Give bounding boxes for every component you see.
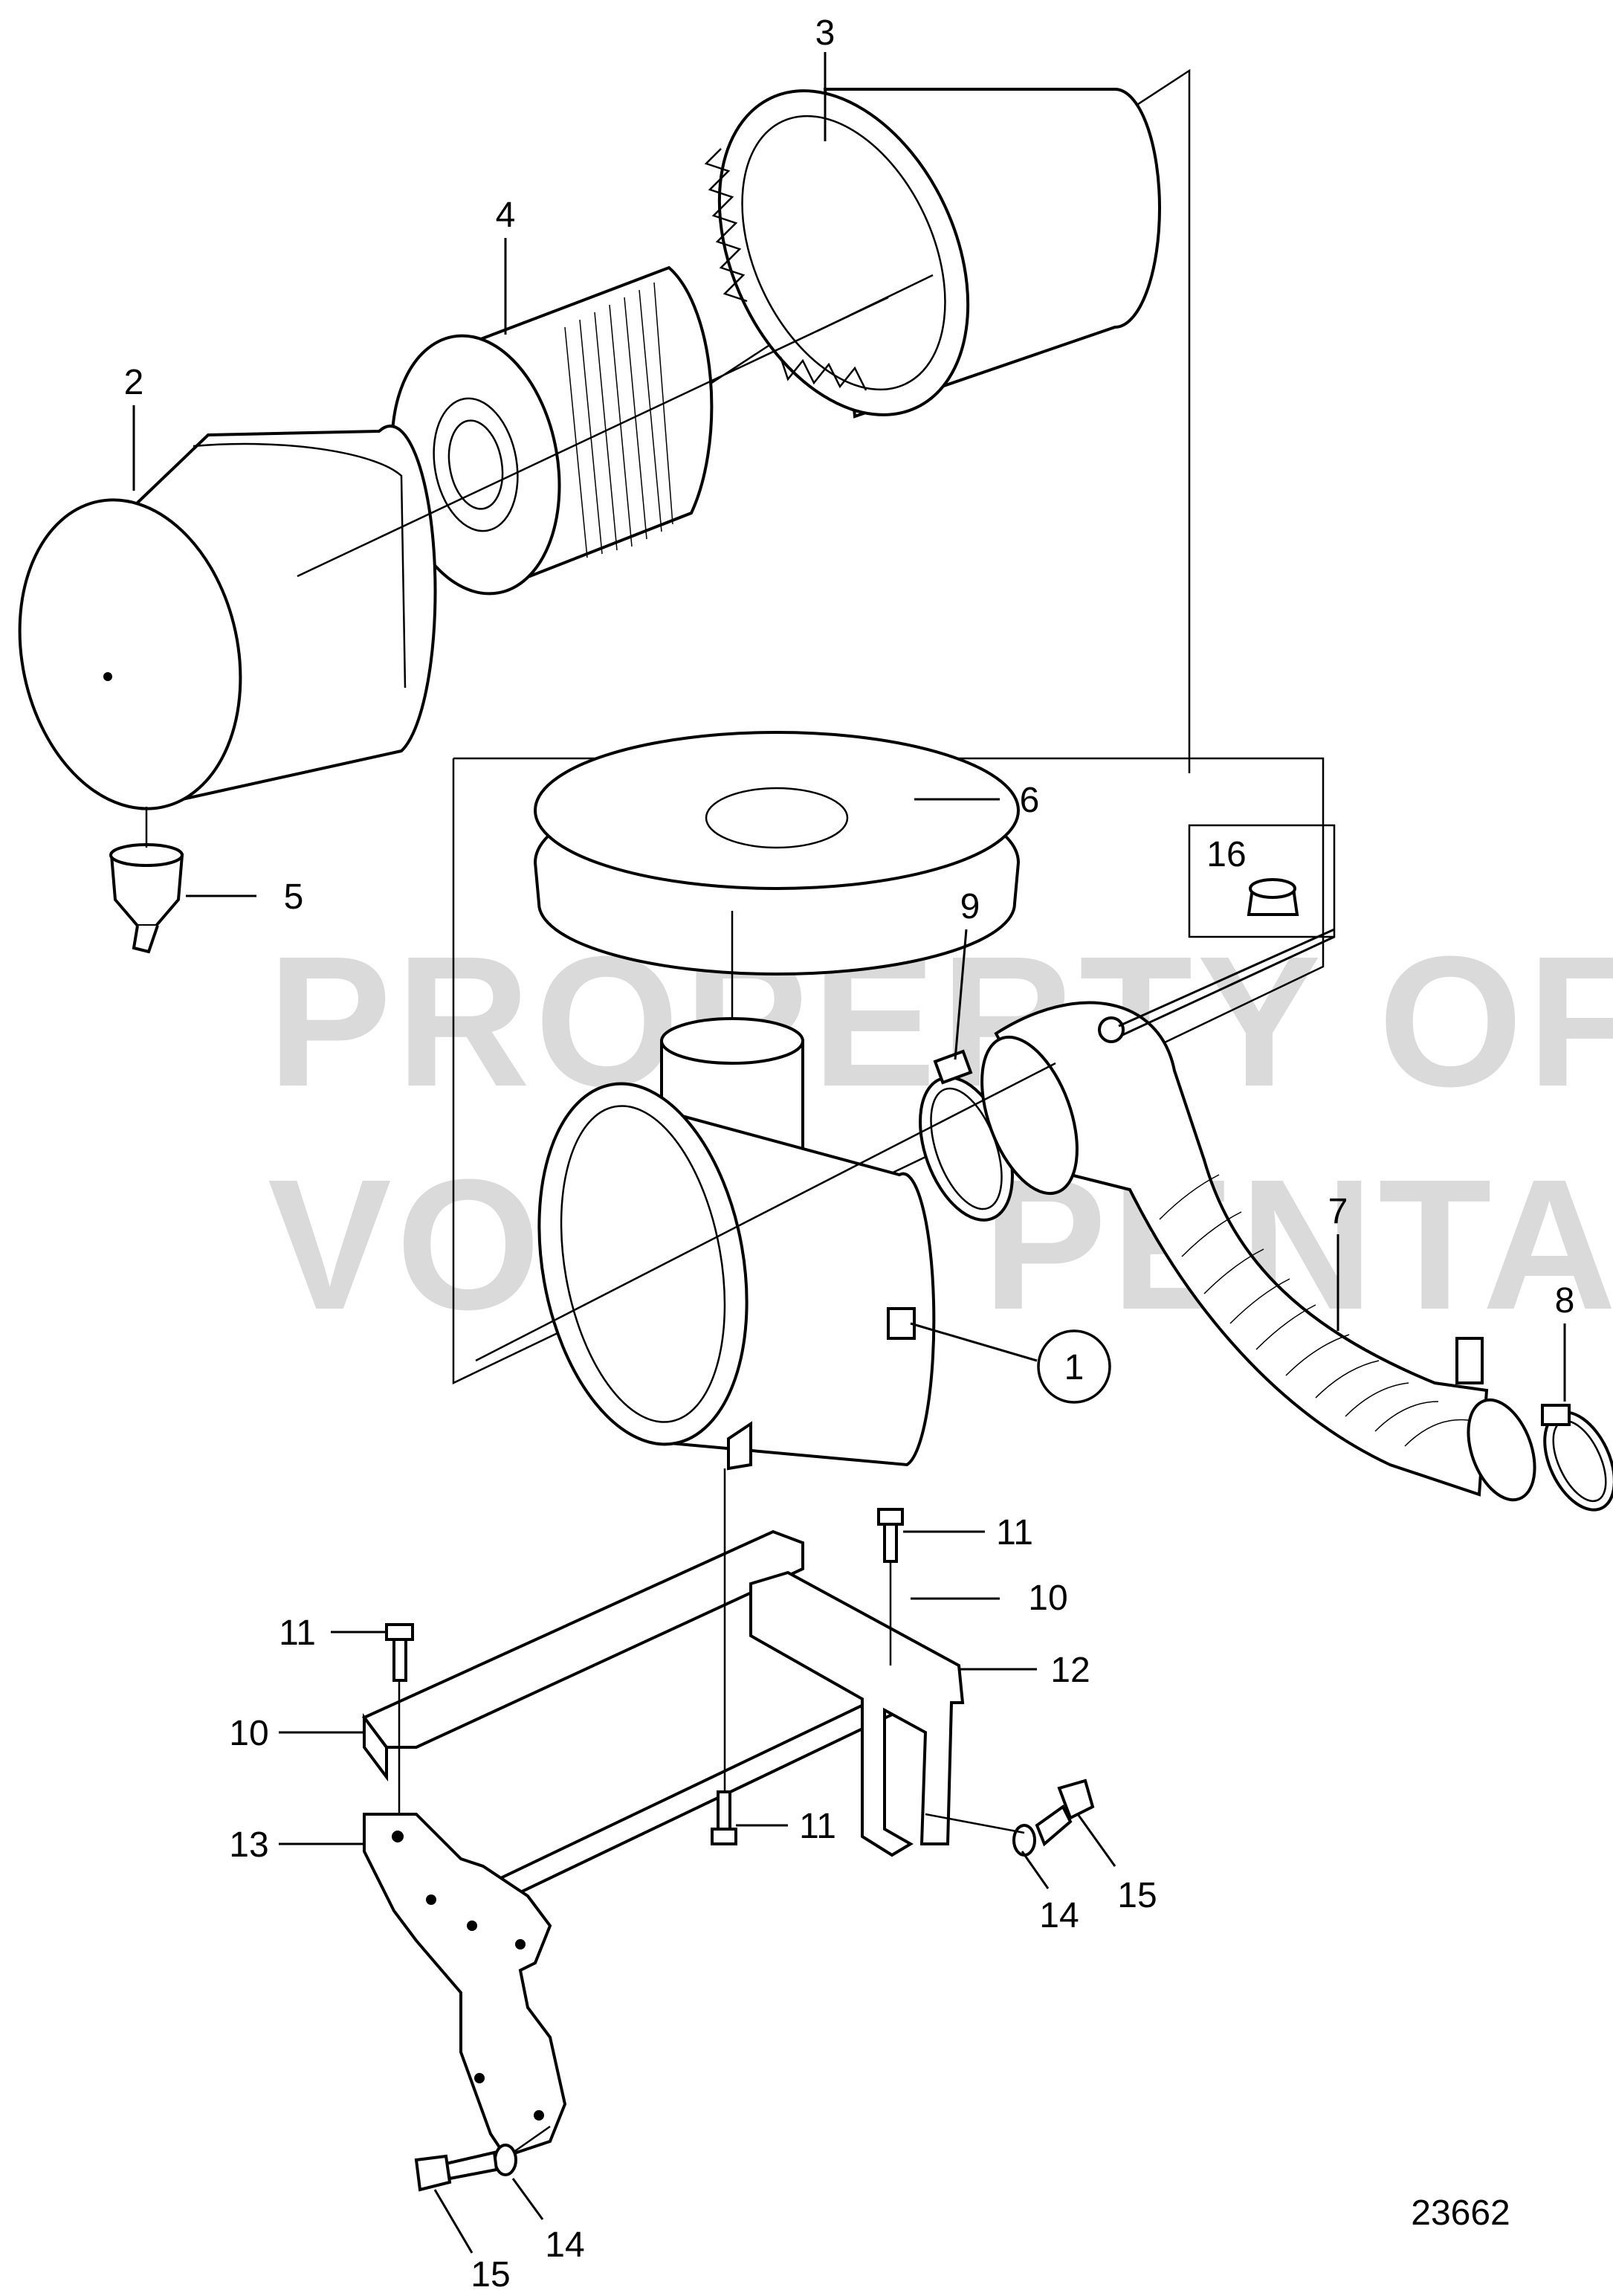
callout-2: 2 [124, 363, 144, 402]
callout-12: 12 [1050, 1651, 1090, 1690]
top-cap-part-6 [533, 731, 1021, 976]
callout-16: 16 [1206, 835, 1246, 874]
callout-11-left: 11 [279, 1613, 316, 1653]
hose-clamp-part-8 [1541, 1404, 1613, 1512]
callout-11-top: 11 [996, 1513, 1033, 1552]
callout-7: 7 [1328, 1192, 1348, 1231]
callout-circle-1 [1037, 1329, 1111, 1404]
inset-box-part-16 [1188, 824, 1336, 938]
callout-labels: 1 2 3 4 5 6 7 8 9 10 10 11 11 11 12 13 1… [124, 13, 1575, 2295]
assembly-axis-lines [145, 274, 1056, 2154]
bolt-part-15-right [1035, 1779, 1095, 1847]
callout-14-right: 14 [1039, 1896, 1079, 1935]
plug-part-16 [1098, 878, 1299, 1043]
intake-hose-part-7 [980, 1001, 1536, 1502]
washer-part-14-right [1012, 1824, 1036, 1857]
screw-part-11-top [877, 1508, 904, 1563]
lower-group-frame [452, 757, 1325, 1384]
callout-14-left: 14 [545, 2225, 584, 2265]
screw-part-11-left [385, 1623, 414, 1682]
callout-11-bottom: 11 [799, 1807, 836, 1846]
drawing-number: 23662 [1411, 2193, 1510, 2233]
callout-8: 8 [1555, 1281, 1575, 1320]
callout-10-left: 10 [229, 1714, 268, 1753]
bolt-part-15-left [414, 2150, 499, 2192]
washer-part-14-left [494, 2144, 517, 2176]
bracket-part-12 [749, 1570, 965, 1857]
callout-3: 3 [815, 13, 835, 53]
callout-5: 5 [284, 877, 304, 917]
support-rail-part-10-upper [361, 1529, 804, 1781]
callout-13: 13 [229, 1825, 268, 1865]
valve-part-5 [109, 843, 184, 954]
callout-15-left: 15 [471, 2255, 510, 2295]
air-filter-housing-part-1 [537, 1017, 936, 1471]
callout-10-right: 10 [1028, 1578, 1067, 1618]
callout-4: 4 [496, 196, 516, 235]
callout-1: 1 [1064, 1348, 1085, 1387]
outer-cylinder-part-3 [704, 88, 1161, 419]
callout-9: 9 [960, 887, 980, 926]
filter-element-part-4 [390, 265, 714, 596]
bracket-part-13 [363, 1813, 567, 2158]
callout-6: 6 [1020, 781, 1040, 820]
callout-15-right: 15 [1117, 1876, 1157, 1915]
cover-part-2 [18, 425, 437, 810]
leader-lines [132, 52, 1566, 2254]
